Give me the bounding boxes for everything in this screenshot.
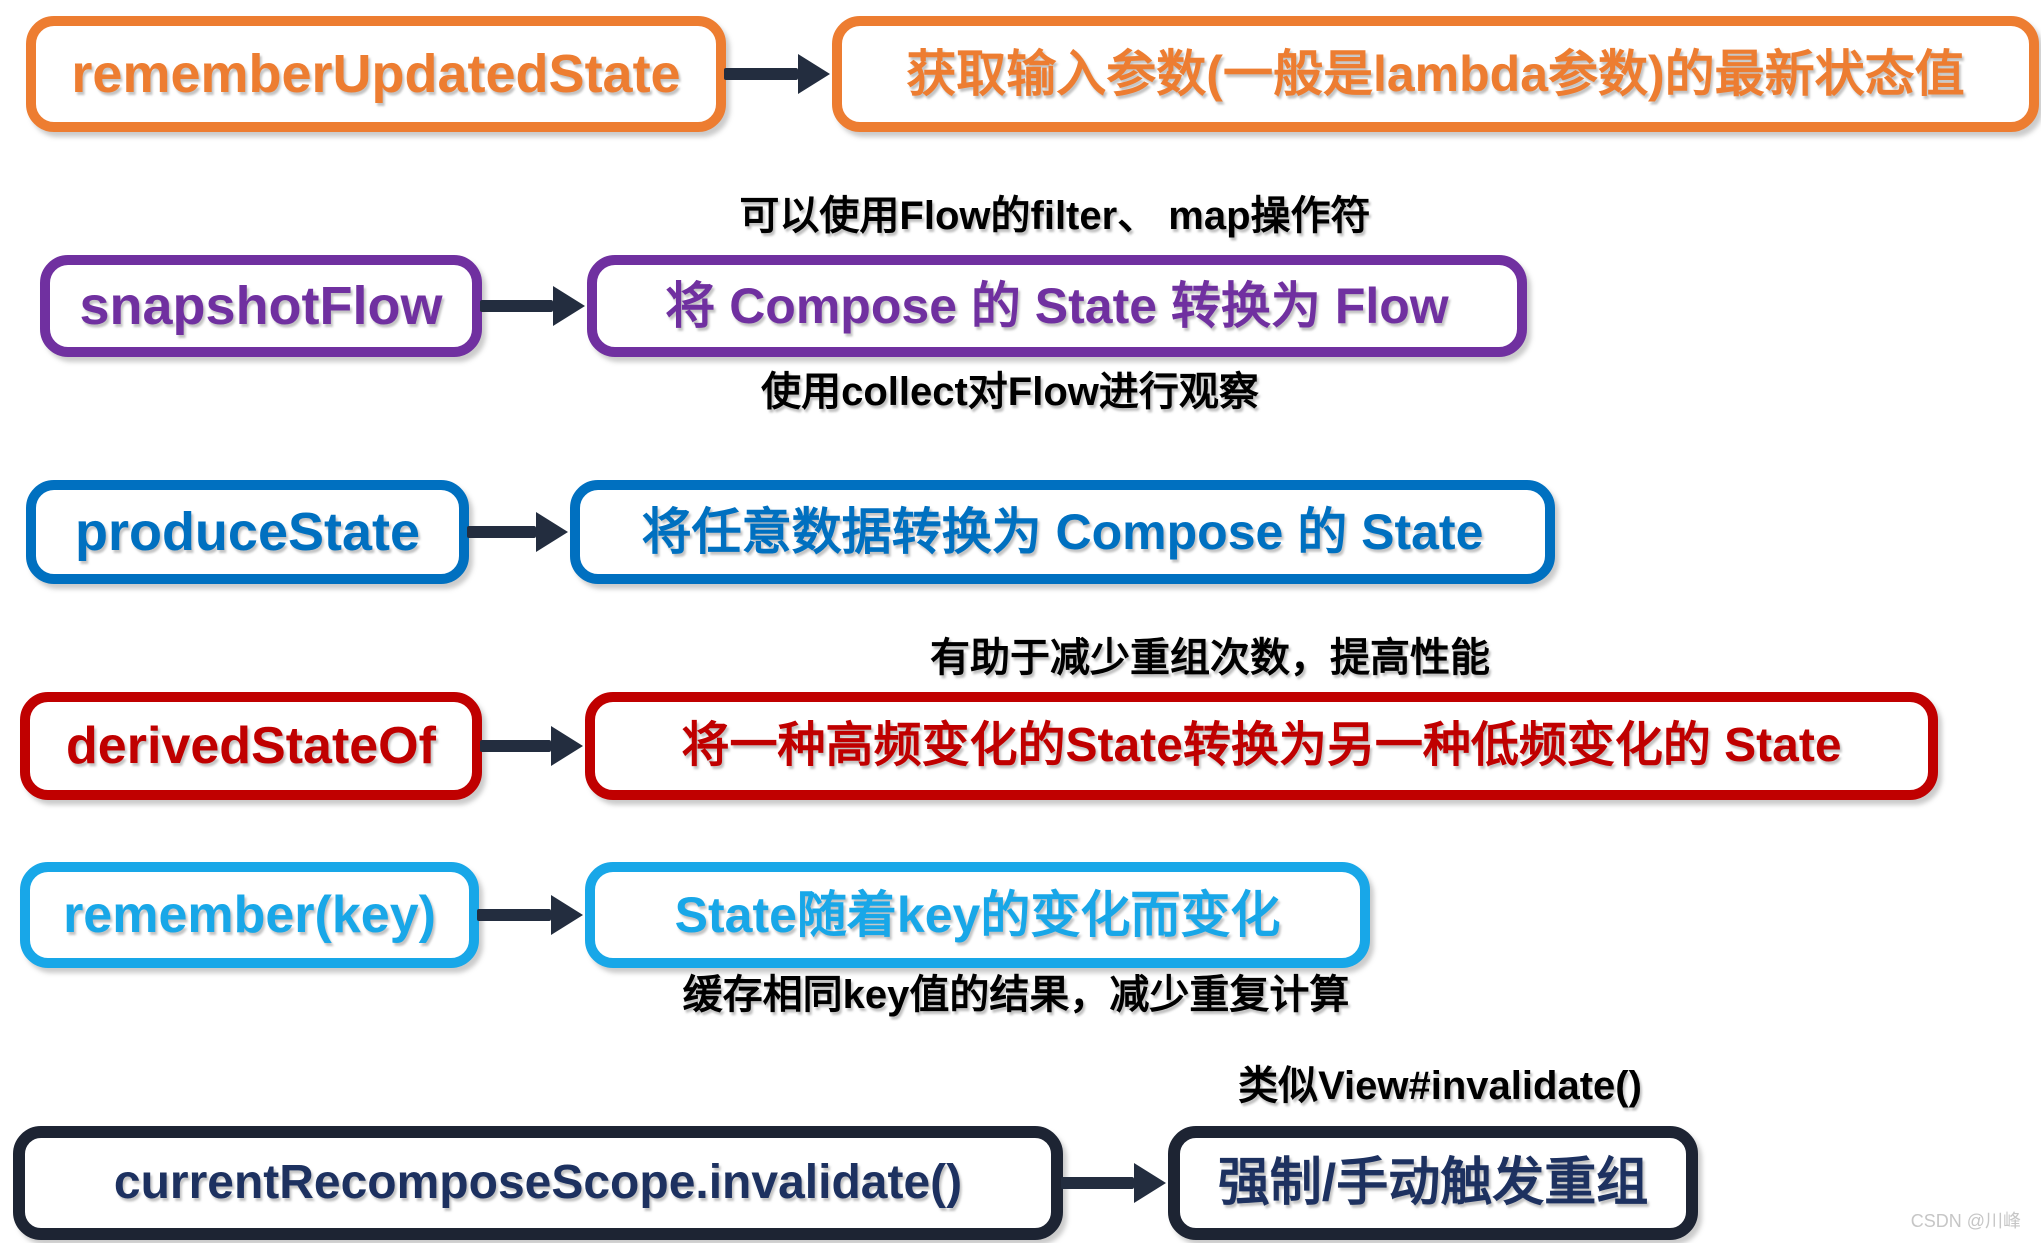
- note-below-remember-key: 缓存相同key值的结果，减少重复计算: [682, 973, 1350, 1017]
- api-box-remember-key: remember(key): [20, 862, 479, 968]
- api-box-current-recompose-scope-invalidate: currentRecomposeScope.invalidate(): [13, 1126, 1063, 1240]
- arrow-right-icon: [477, 895, 583, 935]
- api-label: snapshotFlow: [79, 276, 443, 336]
- api-label: rememberUpdatedState: [71, 44, 681, 104]
- arrow-right-icon: [1061, 1163, 1166, 1203]
- description-label: 强制/手动触发重组: [1217, 1154, 1649, 1212]
- arrow-shaft: [467, 526, 536, 538]
- api-label: currentRecomposeScope.invalidate(): [113, 1156, 963, 1209]
- api-label: produceState: [74, 502, 421, 562]
- arrow-shaft: [1061, 1177, 1134, 1189]
- description-label: 将一种高频变化的State转换为另一种低频变化的 State: [681, 719, 1842, 772]
- arrow-right-icon: [724, 54, 830, 94]
- description-box-derived-state-of: 将一种高频变化的State转换为另一种低频变化的 State: [585, 692, 1938, 800]
- description-box-remember-key: State随着key的变化而变化: [585, 862, 1370, 968]
- arrow-shaft: [480, 300, 553, 312]
- api-box-snapshot-flow: snapshotFlow: [40, 255, 482, 357]
- arrow-shaft: [724, 68, 798, 80]
- description-box-remember-updated-state: 获取输入参数(一般是lambda参数)的最新状态值: [832, 16, 2039, 132]
- api-label: derivedStateOf: [66, 717, 436, 775]
- arrow-right-icon: [480, 726, 583, 766]
- arrow-head: [798, 54, 830, 94]
- note-above-current-recompose-scope: 类似View#invalidate(): [1238, 1064, 1642, 1108]
- description-box-snapshot-flow: 将 Compose 的 State 转换为 Flow: [587, 255, 1527, 357]
- arrow-right-icon: [480, 286, 585, 326]
- arrow-right-icon: [467, 512, 568, 552]
- description-box-current-recompose-scope-invalidate: 强制/手动触发重组: [1168, 1126, 1698, 1240]
- arrow-head: [536, 512, 568, 552]
- arrow-head: [551, 726, 583, 766]
- api-label: remember(key): [63, 886, 436, 944]
- arrow-head: [551, 895, 583, 935]
- description-box-produce-state: 将任意数据转换为 Compose 的 State: [570, 480, 1555, 584]
- description-label: 获取输入参数(一般是lambda参数)的最新状态值: [906, 46, 1965, 102]
- arrow-head: [1134, 1163, 1166, 1203]
- note-below-snapshot-flow: 使用collect对Flow进行观察: [761, 370, 1259, 414]
- note-above-snapshot-flow: 可以使用Flow的filter、 map操作符: [739, 194, 1371, 238]
- description-label: State随着key的变化而变化: [674, 887, 1281, 943]
- arrow-head: [553, 286, 585, 326]
- api-box-produce-state: produceState: [26, 480, 469, 584]
- csdn-watermark: CSDN @川峰: [1910, 1211, 2021, 1231]
- description-label: 将 Compose 的 State 转换为 Flow: [665, 278, 1449, 334]
- api-box-remember-updated-state: rememberUpdatedState: [26, 16, 726, 132]
- arrow-shaft: [480, 740, 551, 752]
- note-above-derived-state-of: 有助于减少重组次数，提高性能: [930, 636, 1490, 680]
- arrow-shaft: [477, 909, 551, 921]
- description-label: 将任意数据转换为 Compose 的 State: [641, 504, 1484, 560]
- api-box-derived-state-of: derivedStateOf: [20, 692, 482, 800]
